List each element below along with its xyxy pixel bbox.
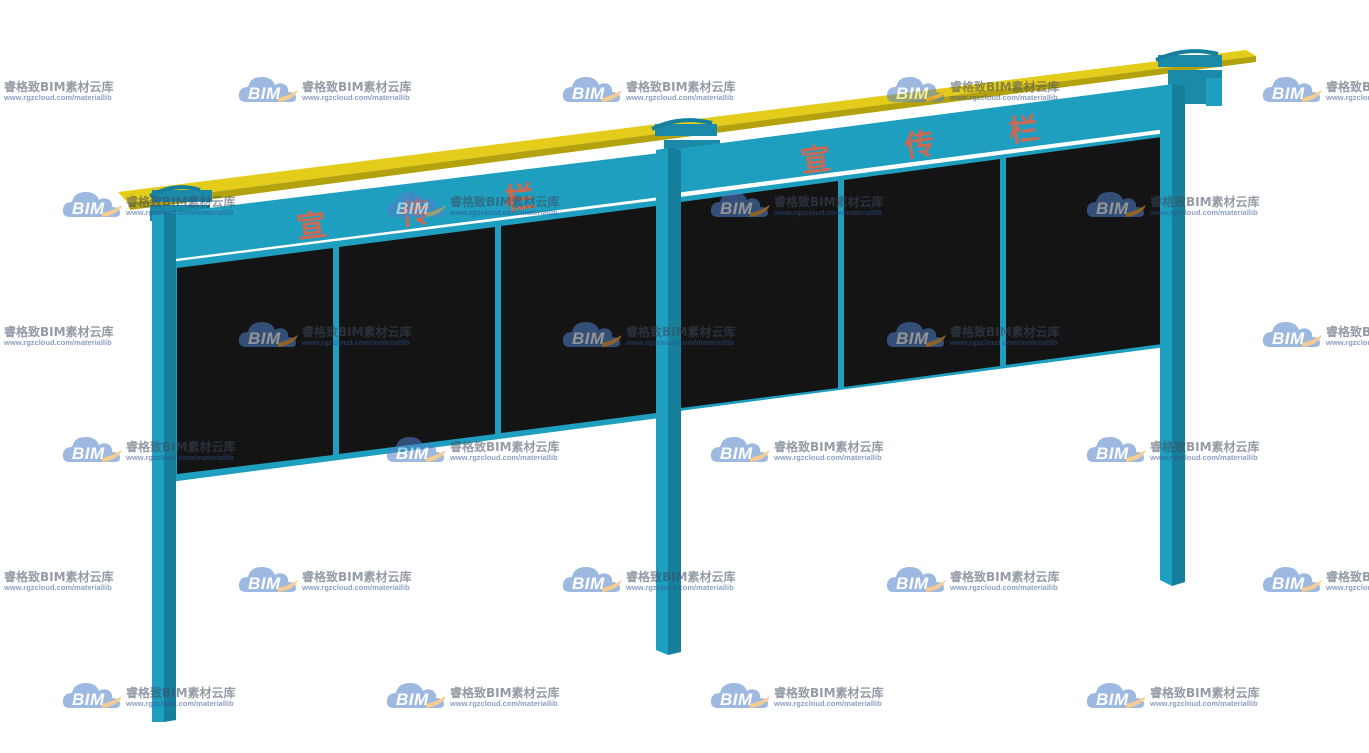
sign-right-char-1: 宣 (799, 142, 833, 180)
post-left (152, 213, 176, 722)
sign-right-char-2: 传 (902, 127, 937, 166)
post-middle (656, 148, 681, 655)
sign-left-char-2: 传 (398, 195, 433, 234)
sign-right-char-3: 栏 (1007, 112, 1041, 150)
sign-left-char-1: 宣 (295, 208, 329, 246)
post-right (1160, 84, 1185, 586)
canopy-bracket-right (1155, 49, 1222, 106)
display-board-left (170, 199, 668, 482)
sign-right: 宣 传 栏 (799, 112, 1041, 180)
sign-left-char-3: 栏 (503, 180, 537, 218)
